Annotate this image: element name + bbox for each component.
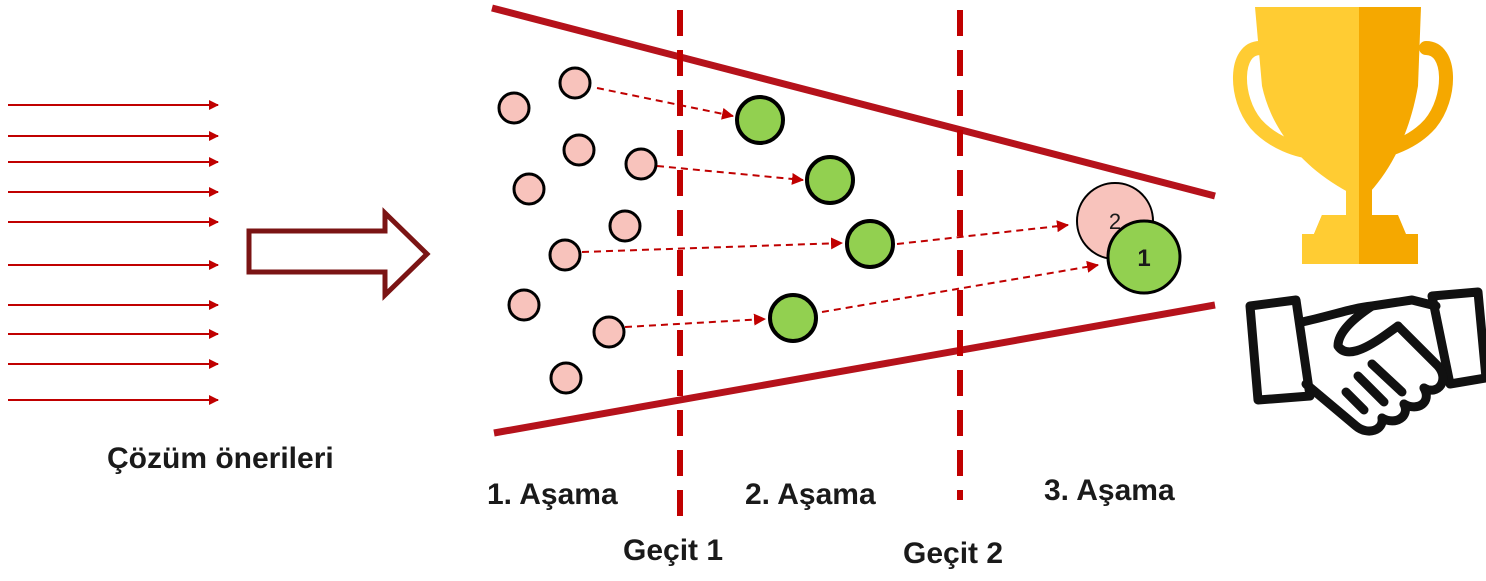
trophy-icon — [1233, 7, 1453, 264]
handshake-icon — [1245, 287, 1486, 436]
finalist-2-label: 2 — [1109, 209, 1121, 234]
incoming-solution-arrows — [8, 100, 219, 405]
candidate-circle — [507, 288, 541, 322]
candidate-circle — [608, 209, 642, 243]
progress-arrow — [896, 220, 1069, 245]
progress-arrows — [581, 87, 1099, 328]
selected-circles — [735, 95, 895, 343]
gate-2-label: Geçit 2 — [903, 537, 1004, 570]
selected-circle — [845, 219, 895, 269]
stage-3-label: 3. Aşama — [1044, 474, 1175, 507]
candidate-circles — [497, 66, 658, 395]
gate-1-label: Geçit 1 — [623, 534, 724, 567]
candidate-circle — [549, 361, 583, 395]
candidate-circle — [562, 133, 596, 167]
funnel-top-line — [491, 4, 1216, 200]
progress-arrow — [656, 165, 804, 185]
selected-circle — [768, 293, 818, 343]
candidate-circle — [548, 238, 582, 272]
selected-circle — [805, 155, 855, 205]
progress-arrow — [596, 87, 734, 120]
progress-arrow — [581, 237, 843, 253]
candidate-circle — [497, 91, 531, 125]
finalist-1-circle — [1106, 219, 1182, 295]
candidate-circle — [592, 315, 626, 349]
stage-2-label: 2. Aşama — [745, 478, 876, 511]
finalist-1-label: 1 — [1137, 245, 1150, 272]
selected-circle — [735, 95, 785, 145]
stage-1-label: 1. Aşama — [487, 478, 618, 511]
solutions-label: Çözüm önerileri — [107, 442, 334, 475]
candidate-circle — [512, 172, 546, 206]
block-arrow — [246, 207, 431, 301]
progress-arrow — [821, 260, 1099, 313]
candidate-circle — [558, 66, 592, 100]
candidate-circle — [624, 147, 658, 181]
progress-arrow — [624, 313, 766, 328]
funnel-bottom-line — [493, 301, 1216, 437]
